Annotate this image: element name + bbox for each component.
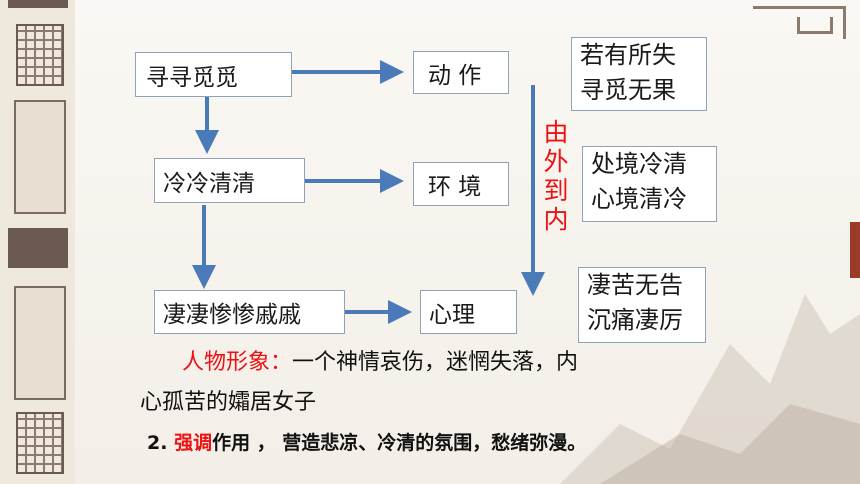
node-xunxun-mimi: 寻寻觅觅 <box>135 52 292 97</box>
emphasis-keyword: 强调 <box>174 432 213 454</box>
character-image-summary: 人物形象：一个神情哀伤，迷惘失落，内 心孤苦的孀居女子 <box>140 343 700 423</box>
decorative-fretwork <box>753 6 846 39</box>
node-mind: 心理 <box>420 290 517 334</box>
node-qiqi-cancan-qiqi: 凄凄惨惨戚戚 <box>154 290 345 334</box>
node-lost-searching: 若有所失 寻觅无果 <box>571 37 707 111</box>
node-environment: 环 境 <box>413 162 509 206</box>
node-action: 动 作 <box>413 51 509 94</box>
node-bitter-sorrow: 凄苦无告 沉痛凄厉 <box>578 267 706 343</box>
point-2-emphasis: 2. 强调作用 ， 营造悲凉、冷清的氛围，愁绪弥漫。 <box>147 432 587 454</box>
summary-label: 人物形象： <box>182 350 293 375</box>
outer-to-inner-label: 由 外 到 内 <box>543 118 569 234</box>
node-lengleng-qingqing: 冷冷清清 <box>154 158 305 203</box>
summary-text-line2: 心孤苦的孀居女子 <box>140 390 317 415</box>
summary-text-line1: 一个神情哀伤，迷惘失落，内 <box>292 350 579 375</box>
decorative-right-tab <box>850 222 860 278</box>
decorative-left-strip <box>0 0 75 484</box>
node-lonely-situation: 处境冷清 心境清冷 <box>582 146 717 222</box>
decorative-mountains <box>560 294 860 484</box>
